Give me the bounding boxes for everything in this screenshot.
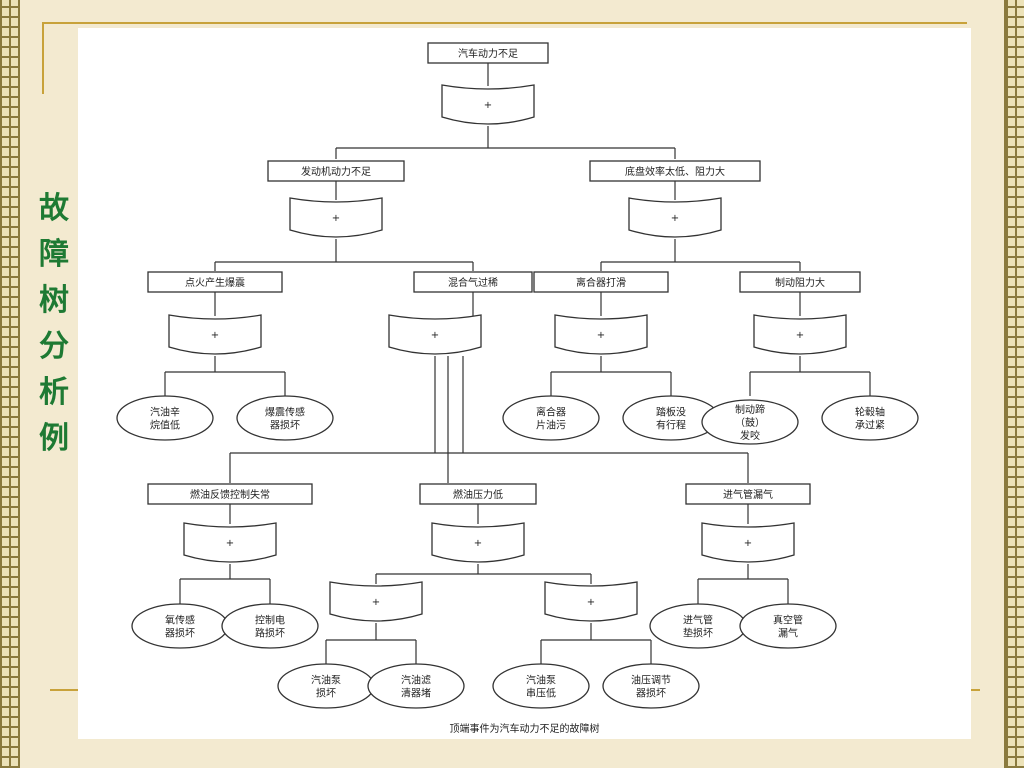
basic-event-label-fuel-filter: 清器堵 xyxy=(401,687,431,700)
basic-event-brake-drum xyxy=(701,399,799,445)
basic-event-label-control-circuit: 路损坏 xyxy=(255,627,285,640)
basic-event-label-vacuum-pipe: 漏气 xyxy=(778,627,798,640)
title-char: 树 xyxy=(39,283,69,318)
slide-title: 故 障 树 分 析 例 xyxy=(34,186,74,462)
or-gate-pump-group-b xyxy=(544,581,638,622)
basic-event-octane xyxy=(116,395,214,441)
basic-event-regulator xyxy=(602,663,700,709)
gate-symbol-brake: + xyxy=(796,330,804,341)
basic-event-label-fuel-filter: 汽油滤 xyxy=(401,674,431,687)
basic-event-pump-pressure xyxy=(492,663,590,709)
or-gate-ignition xyxy=(168,314,262,355)
fault-tree-diagram: 汽车动力不足+发动机动力不足底盘效率太低、阻力大++点火产生爆震混合气过稀离合器… xyxy=(116,42,919,709)
basic-event-label-pedal: 有行程 xyxy=(656,419,686,432)
basic-event-label-fuel-pump: 损坏 xyxy=(316,687,336,700)
gate-symbol-fuel-feedback: + xyxy=(226,538,234,549)
basic-event-label-brake-drum: 发咬 xyxy=(740,429,760,442)
basic-event-label-regulator: 油压调节 xyxy=(631,674,671,687)
basic-event-label-fuel-pump: 汽油泵 xyxy=(311,674,341,687)
or-gate-intake-leak xyxy=(701,522,795,563)
basic-event-label-clutch-plate: 离合器 xyxy=(536,406,566,419)
basic-event-control-circuit xyxy=(221,603,319,649)
basic-event-knock-sensor xyxy=(236,395,334,441)
basic-event-clutch-plate xyxy=(502,395,600,441)
basic-event-label-control-circuit: 控制电 xyxy=(255,614,285,627)
basic-event-wheel-bearing xyxy=(821,395,919,441)
basic-event-label-regulator: 器损坏 xyxy=(636,687,666,700)
top-rule xyxy=(42,22,967,24)
title-char: 例 xyxy=(39,421,69,456)
basic-event-label-o2-sensor: 器损坏 xyxy=(165,627,195,640)
right-border-fret xyxy=(1004,0,1024,768)
event-label-brake: 制动阻力大 xyxy=(775,276,825,289)
fault-tree-panel: 汽车动力不足+发动机动力不足底盘效率太低、阻力大++点火产生爆震混合气过稀离合器… xyxy=(78,28,971,739)
gate-symbol-pump-group-b: + xyxy=(587,597,595,608)
event-label-chassis: 底盘效率太低、阻力大 xyxy=(625,165,725,178)
basic-event-label-brake-drum: （鼓） xyxy=(735,416,765,429)
event-label-top: 汽车动力不足 xyxy=(458,47,518,60)
basic-event-label-octane: 烷值低 xyxy=(150,419,180,432)
event-label-clutch: 离合器打滑 xyxy=(576,276,626,289)
or-gate-fuel-feedback xyxy=(183,522,277,563)
basic-event-label-wheel-bearing: 承过紧 xyxy=(855,419,885,432)
gate-symbol-chassis: + xyxy=(671,213,679,224)
title-char: 障 xyxy=(39,237,69,272)
basic-event-label-wheel-bearing: 轮毂轴 xyxy=(855,406,885,419)
basic-event-label-intake-gasket: 垫损坏 xyxy=(683,627,713,640)
gate-symbol-pump-group-a: + xyxy=(372,597,380,608)
basic-event-label-pump-pressure: 串压低 xyxy=(526,687,556,700)
basic-event-vacuum-pipe xyxy=(739,603,837,649)
gate-symbol-ignition: + xyxy=(211,330,219,341)
event-label-mixture: 混合气过稀 xyxy=(448,276,498,289)
event-label-engine: 发动机动力不足 xyxy=(301,165,371,178)
basic-event-label-brake-drum: 制动蹄 xyxy=(735,403,765,416)
or-gate-mixture xyxy=(388,314,482,355)
or-gate-brake xyxy=(753,314,847,355)
basic-event-fuel-filter xyxy=(367,663,465,709)
basic-event-label-knock-sensor: 器损坏 xyxy=(270,419,300,432)
event-label-fuel-feedback: 燃油反馈控制失常 xyxy=(190,488,270,501)
basic-event-label-pump-pressure: 汽油泵 xyxy=(526,674,556,687)
gate-symbol-mixture: + xyxy=(431,330,439,341)
or-gate-top xyxy=(441,84,535,125)
diagram-caption: 顶端事件为汽车动力不足的故障树 xyxy=(449,724,600,735)
event-label-intake-leak: 进气管漏气 xyxy=(723,488,773,501)
basic-event-label-clutch-plate: 片油污 xyxy=(536,419,566,432)
event-label-fuel-pressure: 燃油压力低 xyxy=(453,488,503,501)
or-gate-chassis xyxy=(628,197,722,238)
gate-symbol-top: + xyxy=(484,100,492,111)
left-rule xyxy=(42,22,44,94)
gate-symbol-fuel-pressure: + xyxy=(474,538,482,549)
title-char: 故 xyxy=(39,191,69,226)
basic-event-label-intake-gasket: 进气管 xyxy=(683,614,713,627)
basic-event-label-vacuum-pipe: 真空管 xyxy=(773,614,803,627)
or-gate-fuel-pressure xyxy=(431,522,525,563)
or-gate-engine xyxy=(289,197,383,238)
gate-symbol-clutch: + xyxy=(597,330,605,341)
title-char: 析 xyxy=(39,375,69,410)
basic-event-label-knock-sensor: 爆震传感 xyxy=(265,406,305,419)
or-gate-clutch xyxy=(554,314,648,355)
left-border-fret xyxy=(0,0,20,768)
basic-event-label-pedal: 踏板没 xyxy=(656,406,686,419)
basic-event-label-o2-sensor: 氧传感 xyxy=(165,614,195,627)
gate-symbol-intake-leak: + xyxy=(744,538,752,549)
title-char: 分 xyxy=(39,329,69,364)
or-gate-pump-group-a xyxy=(329,581,423,622)
basic-event-label-octane: 汽油辛 xyxy=(150,406,180,419)
event-label-ignition: 点火产生爆震 xyxy=(185,276,245,289)
gate-symbol-engine: + xyxy=(332,213,340,224)
